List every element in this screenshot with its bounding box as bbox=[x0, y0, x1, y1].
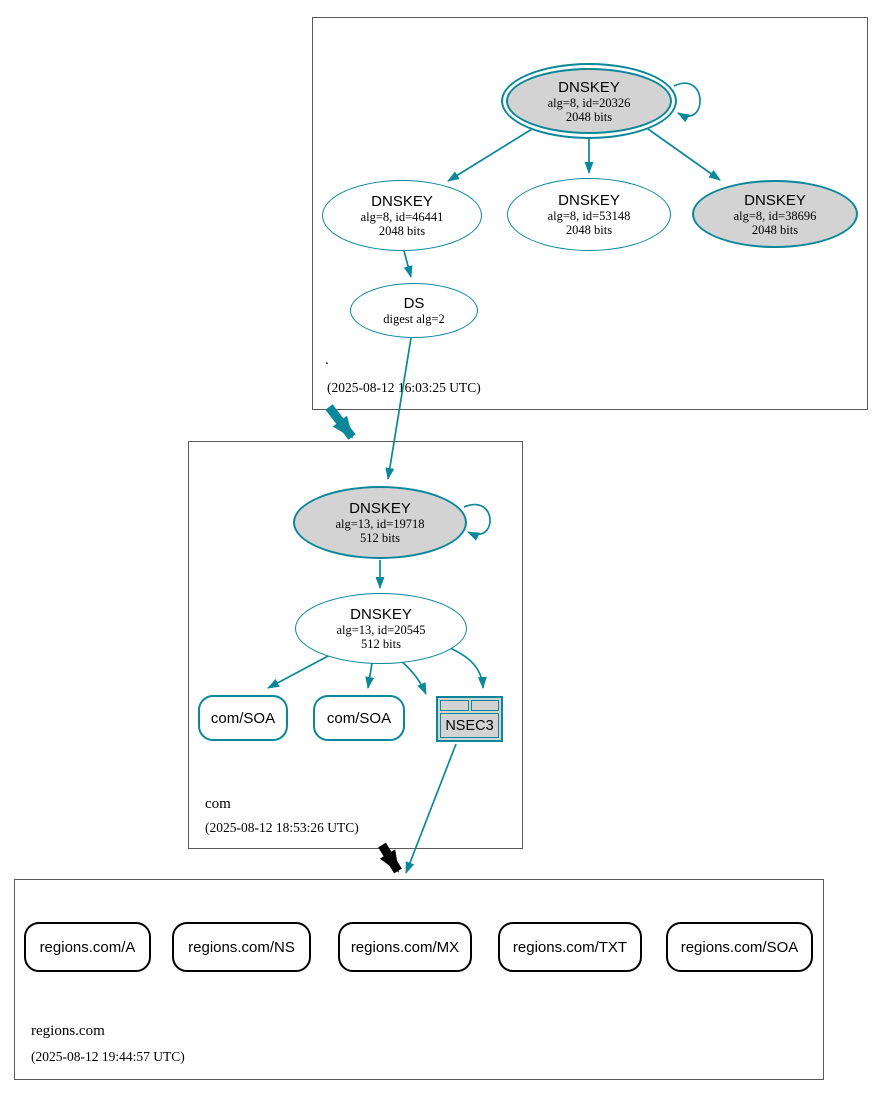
zone-box-root bbox=[312, 17, 868, 410]
node-title: DNSKEY bbox=[558, 192, 620, 209]
node-detail: digest alg=2 bbox=[383, 312, 445, 326]
node-title: DNSKEY bbox=[371, 193, 433, 210]
nsec3-status-cells bbox=[440, 700, 499, 711]
node-title: DNSKEY bbox=[350, 606, 412, 623]
rrset-label: com/SOA bbox=[210, 709, 276, 727]
node-regions-a[interactable]: regions.com/A bbox=[24, 922, 151, 972]
node-com-soa-1[interactable]: com/SOA bbox=[198, 695, 288, 741]
node-com-ksk[interactable]: DNSKEY alg=13, id=19718 512 bits bbox=[293, 486, 467, 559]
rrset-label: regions.com/NS bbox=[188, 938, 295, 956]
zone-label-regions: regions.com bbox=[31, 1023, 105, 1039]
node-title: DS bbox=[403, 295, 425, 312]
node-detail: alg=8, id=53148 bbox=[547, 209, 631, 223]
rrset-label: regions.com/TXT bbox=[512, 938, 628, 956]
nsec3-cell-left bbox=[440, 700, 469, 711]
nsec3-label: NSEC3 bbox=[440, 713, 499, 738]
zone-label-root: . bbox=[325, 352, 329, 368]
rrset-label: com/SOA bbox=[326, 709, 392, 727]
node-detail: alg=13, id=19718 bbox=[335, 517, 425, 531]
nsec3-cell-right bbox=[470, 700, 499, 711]
node-root-zsk-46441[interactable]: DNSKEY alg=8, id=46441 2048 bits bbox=[322, 180, 482, 251]
node-regions-txt[interactable]: regions.com/TXT bbox=[498, 922, 642, 972]
node-detail: alg=8, id=46441 bbox=[360, 210, 444, 224]
node-com-nsec3[interactable]: NSEC3 bbox=[436, 696, 503, 742]
node-root-ksk[interactable]: DNSKEY alg=8, id=20326 2048 bits bbox=[501, 63, 677, 139]
node-title: DNSKEY bbox=[558, 78, 620, 96]
zone-box-regions bbox=[14, 879, 824, 1080]
node-bits: 2048 bits bbox=[565, 109, 613, 124]
node-root-ds[interactable]: DS digest alg=2 bbox=[350, 283, 478, 338]
node-title: DNSKEY bbox=[349, 500, 411, 517]
node-detail: alg=8, id=20326 bbox=[547, 95, 631, 110]
node-title: DNSKEY bbox=[744, 191, 806, 209]
zone-timestamp-regions: (2025-08-12 19:44:57 UTC) bbox=[31, 1049, 185, 1064]
node-root-zsk-38696[interactable]: DNSKEY alg=8, id=38696 2048 bits bbox=[692, 180, 858, 248]
rrset-label: regions.com/SOA bbox=[680, 938, 799, 956]
zone-timestamp-root: (2025-08-12 16:03:25 UTC) bbox=[327, 380, 481, 395]
node-bits: 512 bits bbox=[361, 637, 401, 651]
node-regions-soa[interactable]: regions.com/SOA bbox=[666, 922, 813, 972]
node-bits: 2048 bits bbox=[751, 222, 799, 237]
delegation-arrow-root-to-com bbox=[325, 404, 356, 440]
node-bits: 2048 bits bbox=[378, 224, 426, 238]
node-root-zsk-53148[interactable]: DNSKEY alg=8, id=53148 2048 bits bbox=[507, 178, 671, 251]
zone-timestamp-com: (2025-08-12 18:53:26 UTC) bbox=[205, 820, 359, 835]
rrset-label: regions.com/MX bbox=[350, 938, 460, 956]
node-com-soa-2[interactable]: com/SOA bbox=[313, 695, 405, 741]
node-bits: 512 bits bbox=[360, 531, 400, 545]
node-com-zsk[interactable]: DNSKEY alg=13, id=20545 512 bits bbox=[295, 593, 467, 664]
node-regions-mx[interactable]: regions.com/MX bbox=[338, 922, 472, 972]
zone-label-com: com bbox=[205, 796, 231, 812]
node-bits: 2048 bits bbox=[565, 223, 613, 237]
node-root-ksk-inner: DNSKEY alg=8, id=20326 2048 bits bbox=[506, 68, 672, 134]
zone-box-com bbox=[188, 441, 523, 849]
node-detail: alg=8, id=38696 bbox=[733, 208, 817, 223]
node-regions-ns[interactable]: regions.com/NS bbox=[172, 922, 311, 972]
rrset-label: regions.com/A bbox=[39, 938, 136, 956]
node-detail: alg=13, id=20545 bbox=[336, 623, 426, 637]
